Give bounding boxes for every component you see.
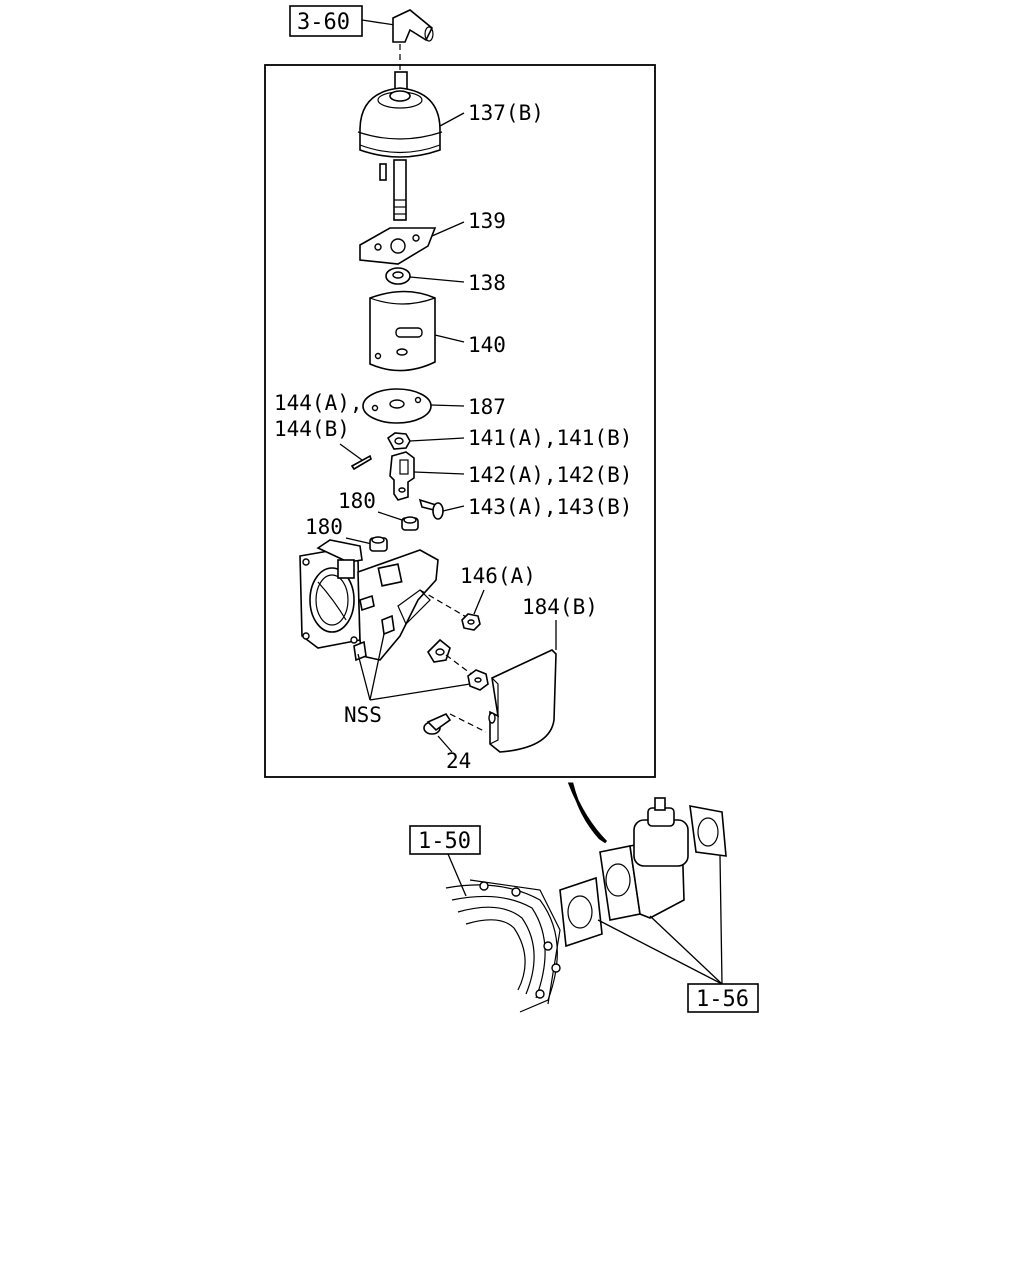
engine-location-view [445,797,727,1013]
callout-24-leader [437,735,453,753]
callout-137b: 137(B) [468,101,544,125]
callout-141: 141(A),141(B) [468,426,632,450]
nut-141 [386,432,411,450]
callout-180b-leader [345,537,373,545]
callout-184b: 184(B) [522,595,598,619]
callout-146a: 146(A) [460,564,536,588]
ref-1-56-leader-2 [649,915,723,985]
pin-143 [418,498,444,520]
ref-box-1-50[interactable]: 1-50 [409,825,481,855]
callout-nss-leader-1 [357,653,371,701]
callout-139: 139 [468,209,506,233]
ref-label-1-56: 1-56 [696,987,749,1012]
heat-shield-184b [488,649,557,753]
disc-187 [362,388,432,424]
actuator-137b [357,71,443,221]
parts-frame [264,64,656,778]
callout-187: 187 [468,395,506,419]
callout-180a: 180 [338,489,376,513]
ref-label-1-50: 1-50 [418,829,471,854]
bushing-180a [401,516,419,531]
bolt-24-dashed-link [449,713,487,733]
cover-140 [369,290,436,372]
callout-143-leader [442,505,465,512]
callout-138: 138 [468,271,506,295]
callout-144a: 144(A), [274,391,363,415]
bolt-24 [423,712,452,735]
callout-138-leader [409,276,465,283]
callout-24: 24 [446,749,471,773]
callout-nss-leader-2 [369,633,385,701]
callout-143: 143(A),143(B) [468,495,632,519]
ref-1-56-leader-1 [597,919,723,985]
callout-139-leader [431,221,465,237]
callout-187-leader [430,404,465,407]
ref-1-50-leader [447,853,467,897]
nut-nss [467,669,489,691]
callout-nss-leader-3 [369,683,471,701]
ref-3-60-leader [361,19,396,26]
callout-144-leader [339,443,363,461]
ref-label-3-60: 3-60 [297,10,350,35]
washer-138 [385,267,411,285]
nut-nss-dashed-link [445,654,475,677]
ref-box-3-60[interactable]: 3-60 [289,5,363,37]
pin-144 [350,454,372,471]
bushing-180b [369,536,388,552]
callout-142: 142(A),142(B) [468,463,632,487]
hose-elbow [392,9,434,43]
nut-146-dashed-link [419,589,469,619]
ref-1-56-leader-3 [719,855,723,985]
throttle-body-assembly [299,539,451,663]
callout-141-leader [409,437,465,442]
callout-142-leader [413,471,465,475]
callout-146-leader [473,589,485,615]
nut-146a [461,613,481,631]
callout-nss: NSS [344,703,382,727]
callout-180a-leader [377,511,403,521]
callout-137-leader [439,112,465,127]
callout-144b: 144(B) [274,417,350,441]
callout-180b: 180 [305,515,343,539]
callout-140-leader [434,334,465,343]
clevis-142 [389,451,415,501]
location-arrow [567,782,608,844]
gasket-139 [359,227,437,265]
callout-140: 140 [468,333,506,357]
ref-box-1-56[interactable]: 1-56 [687,983,759,1013]
